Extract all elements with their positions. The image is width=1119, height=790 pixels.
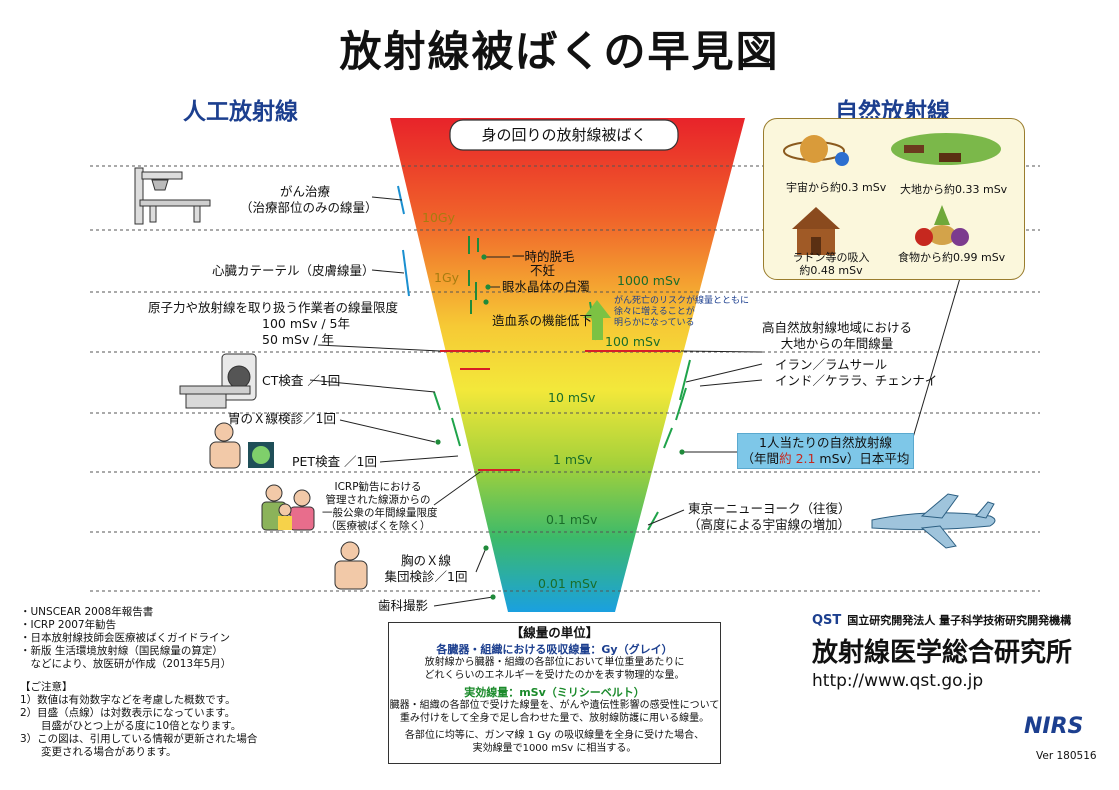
scale-1gy: 1Gy <box>434 270 460 285</box>
effect-sterility: 不妊 <box>530 263 556 278</box>
worker-limit-yr: 50 mSv / 年 <box>262 332 335 347</box>
dose-funnel <box>390 118 745 612</box>
absorbed-dose-title: 各臓器・組織における吸収線量：Gy（グレイ） <box>436 643 673 656</box>
scale-0-1msv: 0.1 mSv <box>546 512 598 527</box>
worker-limit-5yr: 100 mSv / 5年 <box>262 316 350 331</box>
effect-hair-loss: 一時的脱毛 <box>512 249 575 264</box>
flight-label: 東京ーニューヨーク（往復） （高度による宇宙線の増加） <box>688 501 851 532</box>
right-connectors <box>647 277 961 526</box>
worker-limit-title: 原子力や放射線を取り扱う作業者の線量限度 <box>148 300 399 315</box>
natural-radiation-panel: 宇宙から約0.3 mSv 大地から約0.33 mSv ラドン等の吸入 約0.48… <box>763 118 1025 280</box>
cancer-treatment-label: がん治療 （治療部位のみの線量） <box>240 184 378 215</box>
version-label: Ver 180516 <box>1036 750 1097 762</box>
chest-xray-patient-icon <box>334 541 368 590</box>
radiotherapy-machine-icon <box>134 167 211 225</box>
cancer-risk-arrow <box>583 300 611 340</box>
funnel-header: 身の回りの放射線被ばく <box>481 126 647 144</box>
heading-artificial: 人工放射線 <box>183 99 298 125</box>
qst-logo: QST <box>812 613 842 628</box>
dental-label: 歯科撮影 <box>378 598 429 613</box>
gy-marker-bars <box>397 185 410 297</box>
effect-arrows <box>468 236 479 314</box>
scale-10msv: 10 mSv <box>548 390 596 405</box>
japan-average-box: 1人当たりの自然放射線 （年間約 2.1 mSv）日本平均 <box>737 433 914 469</box>
chest-xray-label: 胸のＸ線 集団検診／1回 <box>384 553 468 584</box>
planet-icon <box>783 135 849 166</box>
ct-scanner-icon <box>179 353 257 409</box>
units-heading: 【線量の単位】 <box>510 625 599 640</box>
effect-cataract: 眼水晶体の白濁 <box>502 279 590 294</box>
india-label: インド／ケララ、チェンナイ <box>775 373 938 388</box>
cardiac-cath-label: 心臓カテーテル（皮膚線量） <box>212 263 375 278</box>
notes-heading: 【ご注意】 <box>20 681 73 693</box>
cancer-risk-note: がん死亡のリスクが線量とともに 徐々に増えることが 明らかになっている <box>614 296 750 328</box>
organization-block: QST 国立研究開発法人 量子科学技術研究開発機構 放射線医学総合研究所 htt… <box>812 612 1072 691</box>
airplane-icon <box>871 493 996 549</box>
scale-10gy: 10Gy <box>422 210 455 225</box>
units-box: 【線量の単位】 各臓器・組織における吸収線量：Gy（グレイ） 放射線から臓器・組… <box>388 622 721 764</box>
org-name-big: 放射線医学総合研究所 <box>812 638 1073 668</box>
funnel-header-box <box>449 119 679 151</box>
nirs-logo: NIRS <box>1024 714 1084 739</box>
scale-1000msv: 1000 mSv <box>617 273 681 288</box>
cosmic-label: 宇宙から約0.3 mSv <box>786 181 887 194</box>
marker-dots <box>435 254 685 600</box>
family-icon <box>261 484 315 531</box>
effective-dose-title: 実効線量：mSv（ミリシーベルト） <box>464 686 645 699</box>
patient-stomach-icon <box>209 422 274 469</box>
scale-100msv: 100 mSv <box>605 334 661 349</box>
food-icon <box>915 205 969 246</box>
references: ・UNSCEAR 2008年報告書 ・ICRP 2007年勧告 ・日本放射線技師… <box>20 606 258 758</box>
ct-label: CT検査 ／1回 <box>262 373 341 388</box>
left-connectors <box>309 196 510 607</box>
pet-label: PET検査 ／1回 <box>292 454 377 469</box>
food-label: 食物から約0.99 mSv <box>898 251 1006 264</box>
scale-0-01msv: 0.01 mSv <box>538 576 598 591</box>
org-url[interactable]: http://www.qst.go.jp <box>812 671 984 691</box>
page-title: 放射線被ばくの早見図 <box>339 27 780 76</box>
horses-field-icon <box>891 133 1001 165</box>
icrp-public-limit-label: ICRP勧告における 管理された線源からの 一般公衆の年間線量限度 （医療被ばく… <box>322 481 438 532</box>
effect-hematopoietic: 造血系の機能低下 <box>492 313 593 328</box>
stomach-xray-label: 胃のＸ線検診／1回 <box>228 411 336 426</box>
high-natural-area-label: 高自然放射線地域における 大地からの年間線量 <box>761 320 912 351</box>
limit-marks <box>440 350 680 471</box>
iran-label: イラン／ラムサール <box>775 357 888 372</box>
org-name-small: 国立研究開発法人 量子科学技術研究開発機構 <box>847 614 1072 627</box>
natural-icons <box>783 133 1001 255</box>
scale-lines <box>90 165 1040 592</box>
scale-1msv: 1 mSv <box>553 452 593 467</box>
house-icon <box>792 207 840 255</box>
radon-label: ラドン等の吸入 約0.48 mSv <box>792 251 870 277</box>
ground-label: 大地から約0.33 mSv <box>900 183 1008 196</box>
